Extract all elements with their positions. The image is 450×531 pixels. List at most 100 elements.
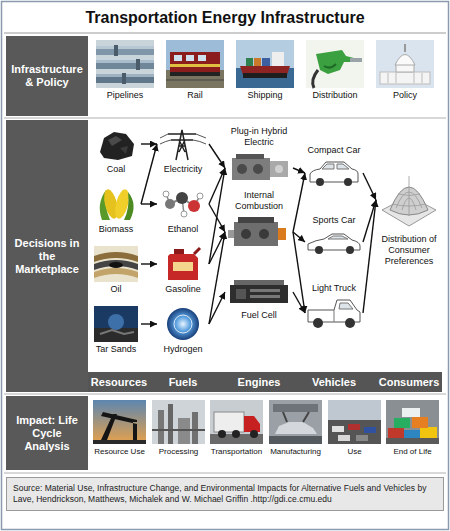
rail-photo: [166, 40, 224, 88]
item-label: Policy: [372, 90, 438, 101]
combustion-engine-picture: [228, 217, 286, 246]
row-heading: Decisions in the Marketplace: [10, 237, 84, 276]
picture-slot: [166, 40, 224, 88]
rail-photo: [186, 55, 194, 61]
picture-slot: [152, 400, 205, 444]
column-heading: Engines: [238, 375, 281, 389]
picture-slot: [306, 296, 362, 330]
row-heading-panel: Infrastructure & Policy: [6, 36, 88, 116]
item-label: Use: [326, 446, 383, 457]
capitol-photo: [376, 40, 434, 88]
pipelines-photo: [96, 40, 154, 88]
column-heading: Fuels: [169, 375, 198, 389]
fuel-cell-picture: [230, 280, 288, 303]
item-label: Manufacturing: [267, 446, 324, 457]
ethanol-molecule: [197, 193, 203, 199]
flow-arrow: [293, 292, 305, 313]
pictured-item: Rail: [162, 40, 228, 101]
sports-car-drawing: [308, 234, 360, 254]
assembly-line-photo: [275, 422, 317, 434]
item-label: Pipelines: [92, 90, 158, 101]
fuel-cell-picture: [250, 295, 280, 298]
tar-sands-picture: [100, 330, 134, 334]
frame: [4, 394, 446, 395]
sports-car-drawing: [315, 246, 323, 254]
pipelines-photo: [114, 45, 118, 56]
picture-slot: [236, 40, 294, 88]
source-caption: Source: Material Use, Infrastructure Cha…: [6, 477, 444, 511]
combustion-engine-picture: [259, 229, 269, 239]
combustion-engine-picture: [228, 230, 234, 238]
ship-photo: [243, 73, 287, 78]
column-heading: Resources: [91, 375, 147, 389]
pipelines-photo: [96, 46, 154, 55]
scrap-cars-photo: [394, 418, 410, 428]
item-label: Distribution of Consumer Preferences: [377, 234, 441, 267]
truck-photo: [244, 416, 260, 432]
hydrogen-orb: [167, 308, 199, 340]
rail-photo: [174, 55, 182, 61]
pictured-item: Ethanol: [158, 186, 208, 235]
pictured-item: Policy: [372, 40, 438, 101]
ship-photo: [262, 58, 270, 66]
picture-slot: [160, 306, 206, 342]
compact-car-drawing: [322, 164, 349, 169]
truck-photo: [214, 412, 244, 432]
row-heading: Infrastructure & Policy: [10, 63, 84, 89]
row-heading-panel: Impact: Life Cycle Analysis: [6, 396, 88, 470]
scrap-cars-photo: [412, 417, 428, 428]
pipelines-photo: [122, 73, 126, 84]
sports-car-drawing: [346, 246, 354, 254]
hybrid-engine-picture: [253, 164, 263, 174]
tar-sands-picture: [94, 306, 138, 342]
traffic-photo: [328, 400, 381, 444]
tar-sands-picture: [108, 314, 124, 330]
combustion-engine-picture: [238, 217, 274, 223]
frame: [4, 33, 446, 34]
picture-slot: [386, 400, 439, 444]
pictured-item: Processing: [150, 400, 207, 457]
scrap-cars-photo: [388, 428, 404, 438]
pictured-item: Oil: [92, 246, 140, 295]
ethanol-molecule: [165, 199, 175, 209]
capitol-photo: [388, 73, 389, 83]
item-label: Internal Combustion: [226, 190, 292, 212]
gasoline-can: [168, 248, 200, 280]
corn-picture: [124, 192, 134, 220]
picture-slot: [94, 126, 138, 162]
light-truck-drawing: [313, 318, 323, 328]
capitol-photo: [404, 44, 406, 52]
item-label: Ethanol: [158, 224, 208, 235]
picture-slot: [306, 158, 362, 188]
flow-arrow: [141, 203, 157, 204]
pipelines-photo: [136, 59, 140, 70]
pictured-item: Electricity: [158, 126, 208, 175]
refinery-photo: [192, 412, 198, 444]
hybrid-engine-picture: [275, 165, 283, 173]
capitol-photo: [380, 72, 430, 84]
item-label: Compact Car: [306, 145, 362, 156]
corn-picture: [100, 188, 134, 220]
item-label: Plug-in Hybrid Electric: [226, 126, 292, 148]
ship-photo: [254, 58, 261, 66]
gasoline-can: [168, 254, 198, 280]
truck-photo: [218, 430, 226, 438]
combustion-engine-picture: [278, 228, 286, 240]
capitol-photo: [422, 73, 423, 83]
pipelines-photo: [96, 46, 154, 49]
flow-arrow: [209, 292, 225, 324]
item-label: Sports Car: [306, 215, 362, 226]
fuel-cell-picture: [236, 289, 246, 299]
ship-photo: [272, 52, 284, 66]
assembly-line-photo: [269, 400, 322, 444]
flow-arrow: [363, 173, 376, 200]
capitol-photo: [396, 73, 397, 83]
flow-arrow: [209, 144, 225, 168]
pictured-item: Internal Combustion: [226, 190, 292, 250]
traffic-photo: [356, 435, 368, 441]
pictured-item: Tar Sands: [92, 306, 140, 355]
coal-picture: [100, 132, 134, 160]
rail-photo: [166, 80, 224, 81]
traffic-photo: [332, 426, 344, 432]
